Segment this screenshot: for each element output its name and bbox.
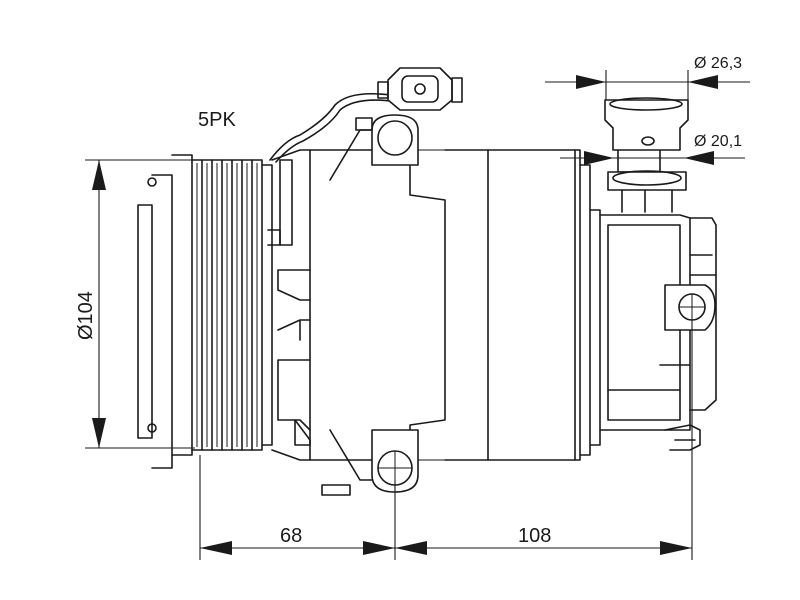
lower-mount-ear <box>321 429 419 496</box>
clutch-connector-block <box>279 159 293 246</box>
rear-seam <box>579 164 591 456</box>
housing-foot <box>294 419 311 446</box>
belt-type-label: 5PK <box>198 109 236 131</box>
dimension-port-outer <box>545 70 750 100</box>
port-inner-rim <box>612 170 682 186</box>
pulley-grooves <box>196 159 258 451</box>
dimension-port-inner <box>560 151 745 165</box>
relief-valve <box>664 424 701 451</box>
upper-mount-hole <box>377 120 413 156</box>
clutch-hub <box>151 174 173 469</box>
port-outer-diameter-label: Ø 26,3 <box>694 55 742 72</box>
port-neck <box>617 149 661 173</box>
housing-rib-upper <box>277 269 311 301</box>
front-cover <box>271 149 311 461</box>
rear-housing <box>444 149 717 461</box>
rear-mount-ear <box>664 284 716 331</box>
diameter-label: Ø104 <box>75 291 97 340</box>
port-outer-rim <box>609 97 683 111</box>
clutch-plate <box>137 204 153 439</box>
port-inner-diameter-label: Ø 20,1 <box>694 133 742 150</box>
housing-rib-mid <box>277 319 311 341</box>
port-inner-fitting <box>607 171 687 191</box>
wire-connector <box>377 67 463 111</box>
port-bore <box>641 136 655 146</box>
cylinder-block <box>309 149 446 461</box>
pulley-rear-flange <box>261 164 273 446</box>
pulley-flange <box>171 154 193 456</box>
pulley-assembly <box>137 154 273 469</box>
hub-bolt-bottom <box>147 423 157 433</box>
front-length-label: 68 <box>280 525 302 547</box>
service-port <box>604 97 689 213</box>
shell <box>444 149 581 461</box>
rear-length-label: 108 <box>518 525 551 547</box>
clutch-wire <box>269 92 391 161</box>
dimension-horizontal-lengths <box>199 320 693 560</box>
port-outer-fitting <box>604 99 689 151</box>
hub-bolt-top <box>147 177 157 187</box>
drain-plug <box>321 484 351 496</box>
rear-head-inner <box>607 224 681 421</box>
clutch-wire-2 <box>275 99 393 163</box>
connector-tab <box>267 229 281 246</box>
rear-cap <box>689 217 717 411</box>
front-housing <box>267 129 446 481</box>
dimension-vertical-diameter <box>85 159 195 449</box>
upper-mount-ear <box>355 114 419 166</box>
housing-rib-lower <box>277 359 311 431</box>
pulley-body <box>191 159 263 451</box>
electrical-connector-group <box>269 67 463 163</box>
